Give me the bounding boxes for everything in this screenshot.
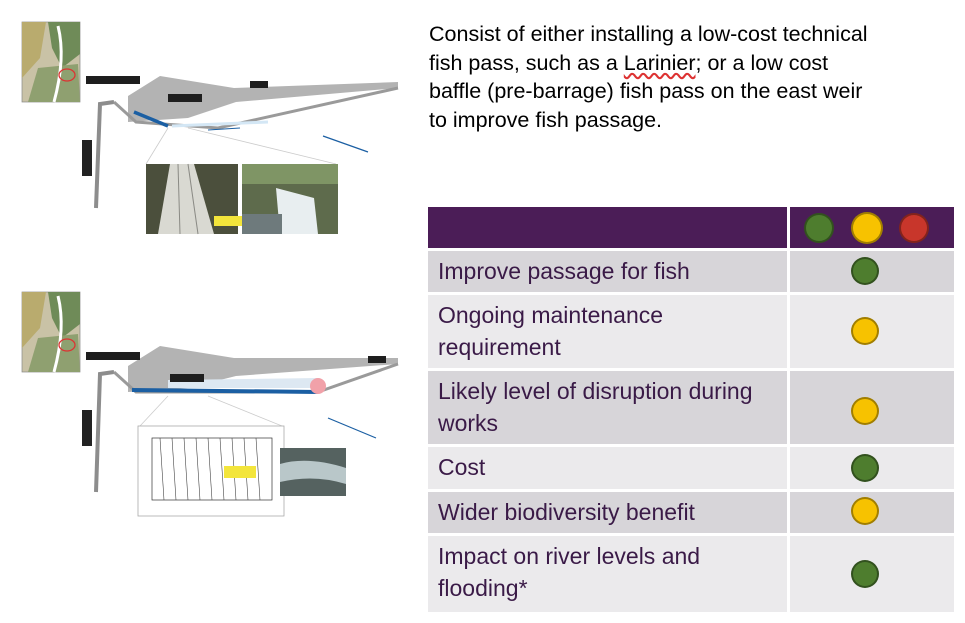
rating-dot [851,257,879,285]
larinier-diagram [18,18,408,240]
baffle-location-marker [310,378,326,394]
platform-label-box [170,374,204,382]
projection-line [139,395,169,427]
criterion-label: Impact on river levels and flooding* [428,536,787,612]
larinier-diagram-svg [21,21,399,235]
flow-direction-arrow [327,417,377,439]
criterion-rating [790,536,954,612]
criterion-label: Cost [428,447,787,489]
weir-label-box [250,81,268,88]
larinier-photo [146,163,250,235]
criterion-rating [790,251,954,292]
criterion-label: Improve passage for fish [428,251,787,292]
culvert-label-box [86,352,140,360]
rating-dot [851,497,879,525]
platform-label-box [168,94,202,102]
millstream-wall-label [82,410,92,446]
flow-direction-arrow [322,135,369,153]
weir-photo [242,164,338,234]
weir-label-box [368,356,386,363]
millstream-wall [94,100,115,209]
legend-red-dot [899,213,929,243]
header-label-cell [428,207,787,248]
projection-line [145,127,169,165]
fish-pass-channel [133,110,169,128]
table-row: Likely level of disruption during works [428,371,954,444]
projection-line [187,127,337,165]
table-header [428,207,954,248]
rating-dot [851,317,879,345]
rating-dot [851,397,879,425]
table-row: Improve passage for fish [428,251,954,292]
location-map-thumbnail [21,291,81,373]
baffle-diagram-svg [21,291,399,517]
projection-line [207,395,283,427]
rating-dot [851,454,879,482]
table-row: Cost [428,447,954,489]
baffle-diagram [18,288,408,524]
legend-amber-dot [851,212,883,244]
option-description: Consist of either installing a low-cost … [429,20,944,134]
table-row: Ongoing maintenance requirement [428,295,954,368]
raised-platform-area [128,76,398,122]
table-row: Impact on river levels and flooding* [428,536,954,612]
description-text-1: Consist of either installing a low-cost … [429,22,868,75]
criterion-rating [790,447,954,489]
description-larinier: Larinier [623,50,696,75]
description-text-2: ; or a low cost baffle (pre-barrage) fis… [429,50,863,132]
criterion-label: Ongoing maintenance requirement [428,295,787,368]
criterion-label: Likely level of disruption during works [428,371,787,444]
weir-face [171,120,269,128]
culvert-label-box [86,76,140,84]
head-drop-marker [207,127,241,131]
baffle-area [168,378,318,388]
criterion-label: Wider biodiversity benefit [428,492,787,533]
baffle-plan-drawing [137,425,285,517]
rating-dot [851,560,879,588]
location-map-thumbnail [21,21,81,103]
table-row: Wider biodiversity benefit [428,492,954,533]
millstream-wall [94,370,115,493]
criterion-rating [790,371,954,444]
criterion-rating [790,492,954,533]
millstream-wall-label [82,140,92,176]
fish-pass-channel [131,388,319,394]
legend-green-dot [804,213,834,243]
header-legend-cell [790,207,954,248]
criterion-rating [790,295,954,368]
baffle-photo [280,448,346,496]
